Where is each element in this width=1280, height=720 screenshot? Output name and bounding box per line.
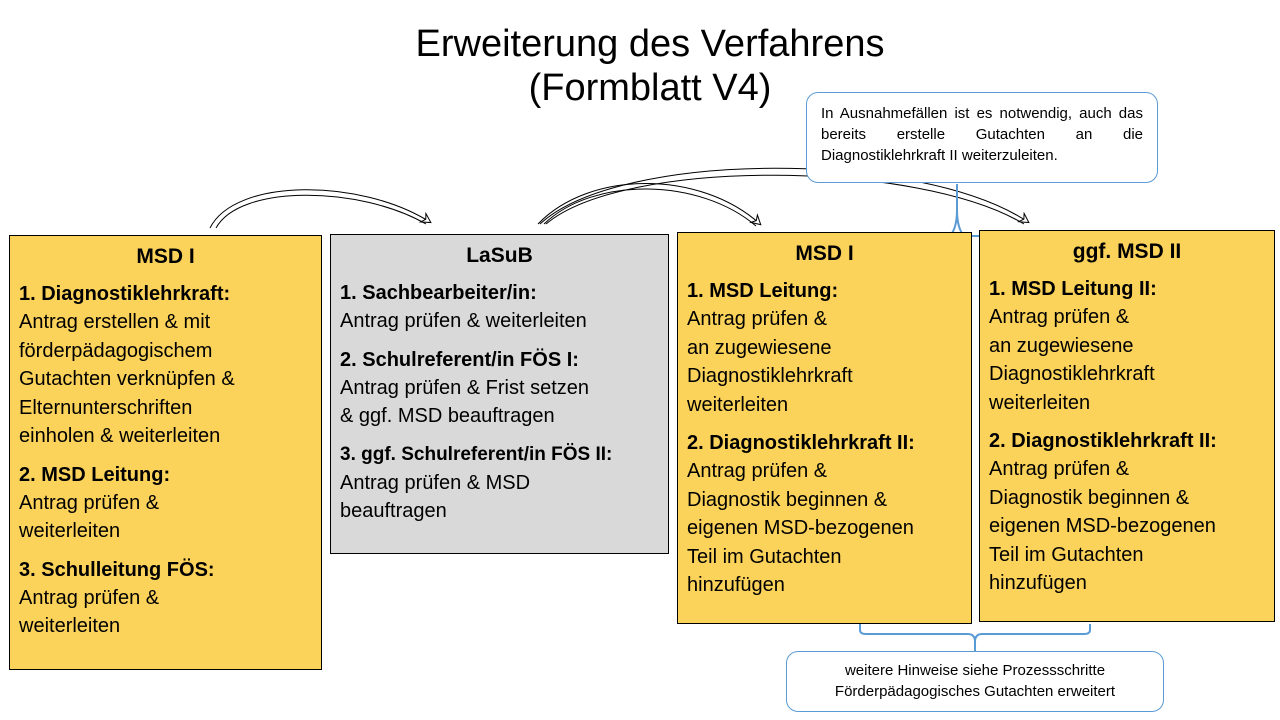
step-line: weiterleiten	[19, 520, 121, 542]
step-body: Antrag prüfen & Diagnostik beginnen & ei…	[687, 457, 962, 600]
step-msd-leitung: 2. MSD Leitung: Antrag prüfen & weiterle…	[19, 461, 312, 546]
step-sachbearbeiter: 1. Sachbearbeiter/in: Antrag prüfen & we…	[340, 279, 659, 336]
step-diagnostiklehrkraft: 1. Diagnostiklehrkraft: Antrag erstellen…	[19, 280, 312, 451]
step-body: Antrag erstellen & mit förderpädagogisch…	[19, 308, 312, 451]
step-line: Diagnostik beginnen &	[989, 486, 1190, 509]
step-line: Elternunterschriften	[19, 396, 193, 419]
arrow-lasub-to-msd1	[537, 183, 760, 227]
box-heading: MSD I	[136, 245, 195, 268]
step-line: eigenen MSD-bezogenen	[687, 517, 914, 539]
step-line: hinzufügen	[687, 574, 785, 596]
step-label: 2. Diagnostiklehrkraft II:	[989, 430, 1217, 452]
step-line: Diagnostik beginnen &	[687, 488, 888, 511]
step-line: beauftragen	[340, 500, 447, 522]
box-lasub: LaSuB 1. Sachbearbeiter/in: Antrag prüfe…	[330, 234, 669, 554]
note-line: Förderpädagogisches Gutachten erweitert	[834, 683, 1116, 700]
step-body: Antrag prüfen & weiterleiten	[19, 489, 312, 546]
step-label: 1. Sachbearbeiter/in:	[340, 282, 537, 304]
step-diagnostiklehrkraft-2: 2. Diagnostiklehrkraft II: Antrag prüfen…	[989, 427, 1265, 598]
step-label: 3. Schulleitung FÖS:	[19, 558, 215, 581]
step-line: eigenen MSD-bezogenen	[989, 515, 1216, 537]
step-line: weiterleiten	[989, 391, 1091, 414]
step-line: weiterleiten	[687, 393, 789, 416]
step-line: förderpädagogischem	[19, 339, 213, 362]
title-line-2: (Formblatt V4)	[528, 67, 772, 109]
step-line: Antrag prüfen &	[989, 306, 1130, 328]
step-label: 3. ggf. Schulreferent/in FÖS II:	[340, 443, 613, 465]
step-label: 2. Diagnostiklehrkraft II:	[687, 432, 915, 454]
step-line: hinzufügen	[989, 572, 1087, 594]
note-line: weitere Hinweise siehe Prozessschritte	[844, 662, 1106, 679]
step-line: Antrag prüfen &	[989, 458, 1130, 480]
step-body: Antrag prüfen & weiterleiten	[19, 584, 312, 641]
step-body: Antrag prüfen & an zugewiesene Diagnosti…	[989, 303, 1265, 417]
step-line: Diagnostiklehrkraft	[989, 363, 1155, 385]
step-line: Gutachten verknüpfen &	[19, 368, 235, 390]
step-line: Teil im Gutachten	[687, 545, 842, 568]
step-line: Diagnostiklehrkraft	[687, 365, 853, 387]
step-line: Antrag prüfen &	[687, 460, 828, 482]
note-exception: In Ausnahmefällen ist es notwendig, auch…	[806, 92, 1158, 183]
box-heading: MSD I	[795, 242, 854, 265]
page-title: Erweiterung des Verfahrens (Formblatt V4…	[300, 22, 1000, 110]
step-line: Antrag prüfen & Frist setzen	[340, 376, 590, 399]
step-label: 2. Schulreferent/in FÖS I:	[340, 348, 579, 371]
step-body: Antrag prüfen & Diagnostik beginnen & ei…	[989, 455, 1265, 598]
box-heading: ggf. MSD II	[1072, 240, 1182, 263]
step-schulleitung-foes: 3. Schulleitung FÖS: Antrag prüfen & wei…	[19, 556, 312, 641]
step-line: Teil im Gutachten	[989, 543, 1144, 566]
arrow-msd1-to-lasub	[209, 189, 430, 229]
step-line: Antrag prüfen &	[687, 308, 828, 330]
step-line: an zugewiesene	[687, 336, 832, 359]
box-msd1-extended: MSD I 1. MSD Leitung: Antrag prüfen & an…	[677, 232, 972, 624]
step-line: einholen & weiterleiten	[19, 425, 221, 447]
step-schulreferent-foes1: 2. Schulreferent/in FÖS I: Antrag prüfen…	[340, 346, 659, 431]
step-line: an zugewiesene	[989, 334, 1134, 357]
step-label: 2. MSD Leitung:	[19, 463, 171, 486]
box-msd1-initial: MSD I 1. Diagnostiklehrkraft: Antrag ers…	[9, 235, 322, 670]
step-body: Antrag prüfen & weiterleiten	[340, 307, 659, 336]
bottom-note-bracket	[859, 624, 1091, 651]
box-msd2: ggf. MSD II 1. MSD Leitung II: Antrag pr…	[979, 230, 1275, 622]
step-schulreferent-foes2: 3. ggf. Schulreferent/in FÖS II: Antrag …	[340, 441, 659, 526]
step-label: 1. MSD Leitung:	[687, 280, 839, 302]
step-label: 1. Diagnostiklehrkraft:	[19, 283, 231, 305]
step-diagnostiklehrkraft-2: 2. Diagnostiklehrkraft II: Antrag prüfen…	[687, 429, 962, 600]
box-heading: LaSuB	[466, 244, 533, 267]
step-msd-leitung: 1. MSD Leitung: Antrag prüfen & an zugew…	[687, 277, 962, 419]
step-line: weiterleiten	[19, 615, 121, 637]
step-line: Antrag erstellen & mit	[19, 311, 211, 333]
step-line: Antrag prüfen & MSD	[340, 471, 531, 494]
step-line: Antrag prüfen &	[19, 491, 160, 514]
step-line: Antrag prüfen & weiterleiten	[340, 310, 587, 332]
step-line: & ggf. MSD beauftragen	[340, 405, 555, 427]
title-line-1: Erweiterung des Verfahrens	[415, 23, 885, 65]
note-further-hints: weitere Hinweise siehe Prozessschritte F…	[786, 651, 1164, 712]
step-label: 1. MSD Leitung II:	[989, 278, 1157, 300]
step-body: Antrag prüfen & an zugewiesene Diagnosti…	[687, 305, 962, 419]
step-line: Antrag prüfen &	[19, 586, 160, 609]
step-msd-leitung-2: 1. MSD Leitung II: Antrag prüfen & an zu…	[989, 275, 1265, 417]
step-body: Antrag prüfen & Frist setzen & ggf. MSD …	[340, 374, 659, 431]
arrow-lasub-to-msd2	[539, 167, 1028, 225]
step-body: Antrag prüfen & MSD beauftragen	[340, 469, 659, 526]
